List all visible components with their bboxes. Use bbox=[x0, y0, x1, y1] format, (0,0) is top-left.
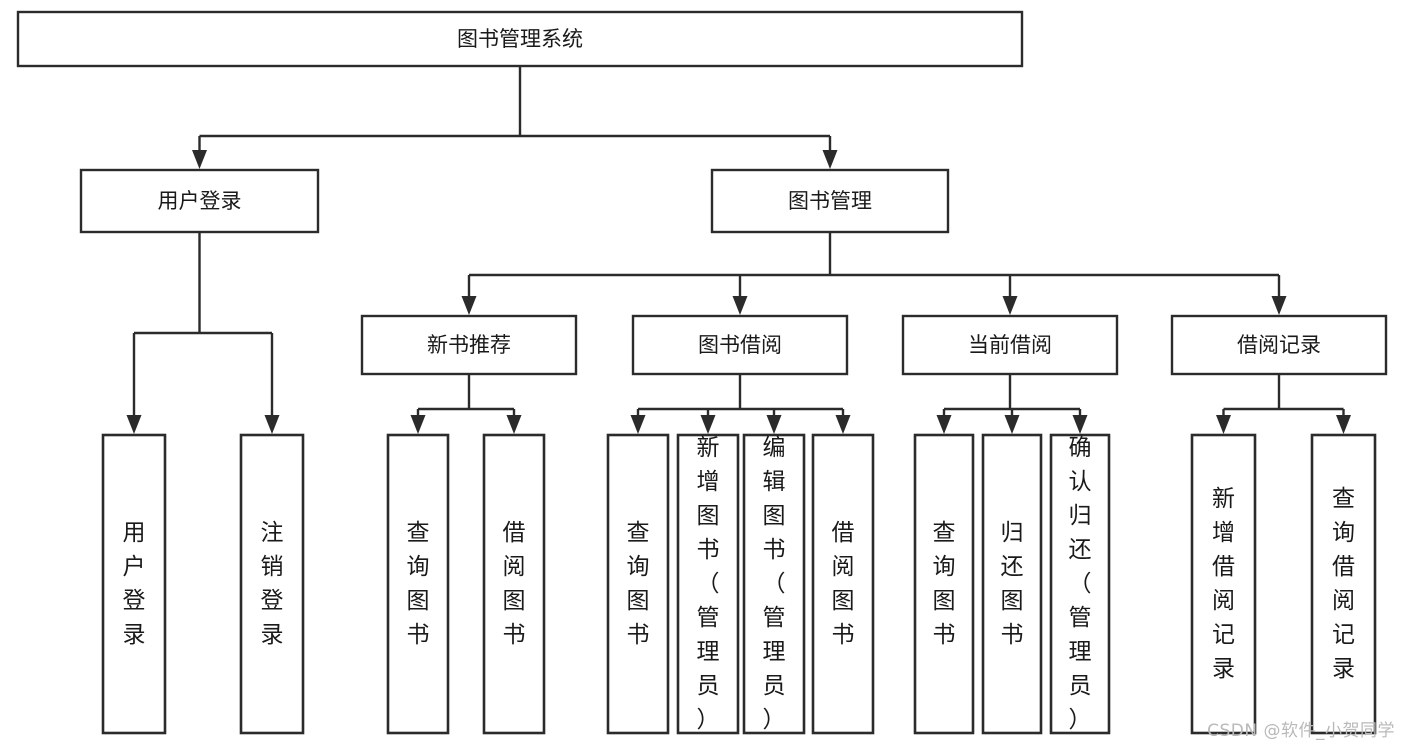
node-layer: 图书管理系统用户登录图书管理新书推荐图书借阅当前借阅借阅记录用户登录注销登录查询… bbox=[16, 10, 1388, 735]
leaf-box[interactable] bbox=[676, 433, 740, 735]
leaf-box[interactable] bbox=[606, 433, 670, 735]
leaf-label: 用户登录 bbox=[123, 520, 146, 648]
leaf-label: 新增图书（管理员） bbox=[697, 435, 720, 733]
leaf-box[interactable] bbox=[1310, 433, 1377, 735]
arrow-head-icon bbox=[461, 296, 477, 315]
arrow-head-icon bbox=[822, 150, 838, 169]
leaf-box[interactable] bbox=[913, 433, 975, 735]
leaf-box[interactable] bbox=[239, 433, 305, 735]
leaf-box[interactable] bbox=[101, 433, 167, 735]
leaf-node[interactable]: 注销登录 bbox=[239, 433, 305, 735]
leaf-node[interactable]: 用户登录 bbox=[101, 433, 167, 735]
leaf-box[interactable] bbox=[482, 433, 546, 735]
level1-box[interactable] bbox=[710, 168, 950, 234]
arrow-head-icon bbox=[630, 415, 646, 434]
level2-label: 借阅记录 bbox=[1237, 333, 1321, 357]
level2-label: 当前借阅 bbox=[968, 333, 1052, 357]
arrow-head-icon bbox=[1004, 415, 1020, 434]
leaf-label: 查询图书 bbox=[933, 520, 956, 648]
leaf-label: 确认归还（管理员） bbox=[1069, 435, 1092, 733]
leaf-box[interactable] bbox=[981, 433, 1043, 735]
level1-node[interactable]: 用户登录 bbox=[79, 168, 320, 234]
leaf-node[interactable]: 新增借阅记录 bbox=[1190, 433, 1257, 735]
leaf-node[interactable]: 借阅图书 bbox=[482, 433, 546, 735]
leaf-box[interactable] bbox=[742, 433, 806, 735]
leaf-node[interactable]: 查询图书 bbox=[606, 433, 670, 735]
leaf-label: 查询借阅记录 bbox=[1332, 486, 1355, 682]
leaf-node[interactable]: 查询图书 bbox=[913, 433, 975, 735]
level1-node[interactable]: 图书管理 bbox=[710, 168, 950, 234]
arrow-head-icon bbox=[126, 415, 142, 434]
arrow-head-icon bbox=[835, 415, 851, 434]
arrow-head-icon bbox=[1216, 415, 1231, 434]
leaf-label: 新增借阅记录 bbox=[1212, 486, 1235, 682]
arrow-head-icon bbox=[766, 415, 782, 434]
arrow-head-icon bbox=[700, 415, 716, 434]
level2-node[interactable]: 新书推荐 bbox=[360, 314, 578, 376]
leaf-node[interactable]: 新增图书（管理员） bbox=[676, 433, 740, 735]
leaf-node[interactable]: 借阅图书 bbox=[811, 433, 875, 735]
connector-layer bbox=[126, 66, 1351, 434]
arrow-head-icon bbox=[732, 296, 748, 315]
leaf-box[interactable] bbox=[386, 433, 450, 735]
leaf-label: 查询图书 bbox=[407, 520, 430, 648]
leaf-node[interactable]: 编辑图书（管理员） bbox=[742, 433, 806, 735]
leaf-box[interactable] bbox=[1190, 433, 1257, 735]
level1-label: 图书管理 bbox=[788, 189, 872, 213]
level1-box[interactable] bbox=[79, 168, 320, 234]
root-node[interactable]: 图书管理系统 bbox=[16, 10, 1024, 68]
level2-box[interactable] bbox=[901, 314, 1119, 376]
arrow-head-icon bbox=[1002, 296, 1018, 315]
root-box[interactable] bbox=[16, 10, 1024, 68]
leaf-label: 借阅图书 bbox=[503, 520, 526, 648]
leaf-node[interactable]: 归还图书 bbox=[981, 433, 1043, 735]
arrow-head-icon bbox=[264, 415, 280, 434]
leaf-box[interactable] bbox=[1049, 433, 1111, 735]
leaf-box[interactable] bbox=[811, 433, 875, 735]
arrow-head-icon bbox=[192, 150, 207, 169]
arrow-head-icon bbox=[506, 415, 522, 434]
leaf-node[interactable]: 查询图书 bbox=[386, 433, 450, 735]
arrow-head-icon bbox=[1271, 296, 1287, 315]
leaf-label: 编辑图书（管理员） bbox=[763, 435, 786, 733]
leaf-label: 注销登录 bbox=[261, 520, 284, 648]
watermark-text: CSDN @软件_小贺同学 bbox=[1207, 721, 1395, 741]
arrow-head-icon bbox=[936, 415, 952, 434]
leaf-label: 查询图书 bbox=[627, 520, 650, 648]
leaf-label: 借阅图书 bbox=[832, 520, 855, 648]
arrow-head-icon bbox=[1336, 415, 1351, 434]
arrow-head-icon bbox=[1072, 415, 1088, 434]
level2-box[interactable] bbox=[631, 314, 849, 376]
leaf-node[interactable]: 查询借阅记录 bbox=[1310, 433, 1377, 735]
level2-node[interactable]: 当前借阅 bbox=[901, 314, 1119, 376]
level1-label: 用户登录 bbox=[158, 189, 242, 213]
level2-node[interactable]: 图书借阅 bbox=[631, 314, 849, 376]
arrow-head-icon bbox=[410, 415, 426, 434]
level2-node[interactable]: 借阅记录 bbox=[1170, 314, 1388, 376]
leaf-label: 归还图书 bbox=[1001, 520, 1024, 648]
leaf-node[interactable]: 确认归还（管理员） bbox=[1049, 433, 1111, 735]
level2-box[interactable] bbox=[360, 314, 578, 376]
level2-box[interactable] bbox=[1170, 314, 1388, 376]
level2-label: 新书推荐 bbox=[427, 333, 511, 357]
level2-label: 图书借阅 bbox=[698, 333, 782, 357]
root-label: 图书管理系统 bbox=[457, 27, 583, 51]
